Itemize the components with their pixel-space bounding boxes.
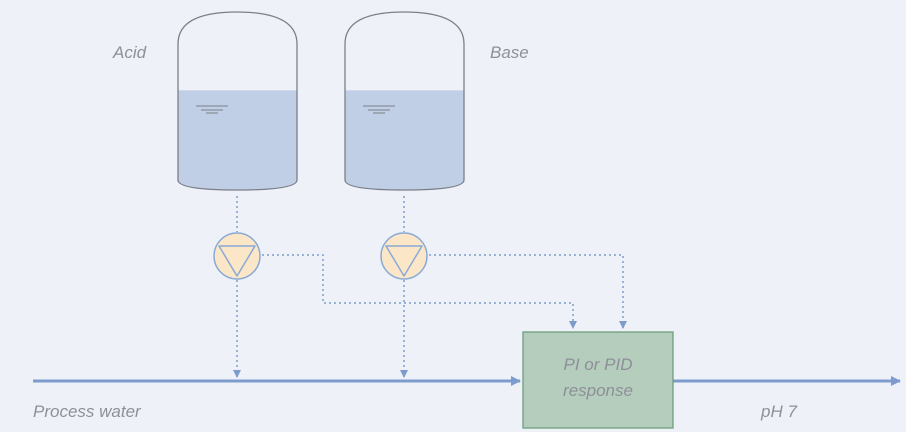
controller-label: PI or PID response <box>524 352 672 404</box>
acid-tank-label: Acid <box>113 43 147 62</box>
acid-pump-icon <box>213 232 261 280</box>
acid-level-marker <box>196 105 228 114</box>
base-pump-icon <box>380 232 428 280</box>
inlet-label: Process water <box>33 402 141 421</box>
base-pump-signal-line <box>429 254 627 329</box>
acid-liquid <box>178 90 297 190</box>
base-tank <box>344 11 465 191</box>
acid-tank <box>177 11 298 191</box>
controller-label-line2: response <box>563 381 633 400</box>
outlet-label: pH 7 <box>761 402 797 421</box>
base-liquid <box>345 90 464 190</box>
controller-box <box>522 331 674 429</box>
base-tank-label: Base <box>490 43 529 62</box>
acid-pump-signal-line <box>262 254 577 329</box>
base-level-marker <box>363 105 395 114</box>
controller-label-line1: PI or PID <box>563 355 633 374</box>
